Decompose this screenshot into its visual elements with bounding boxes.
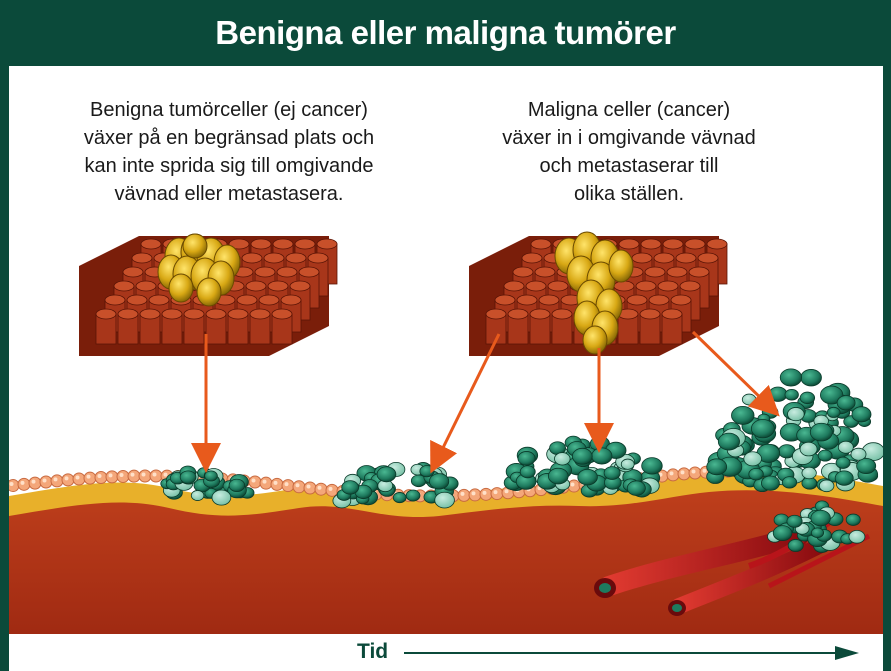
time-arrow: [9, 634, 883, 671]
malignant-caption-line: Maligna celler (cancer): [449, 96, 809, 124]
diagram-panel: Benigna tumörceller (ej cancer) växer på…: [9, 66, 883, 634]
malignant-caption-line: växer in i omgivande vävnad: [449, 124, 809, 152]
malignant-caption-line: och metastaserar till: [449, 152, 809, 180]
arrow-malignant-right: [693, 332, 769, 406]
title-bar: Benigna eller maligna tumörer: [0, 0, 891, 66]
malignant-spread-cluster: [504, 436, 662, 497]
benign-tissue-block: [79, 234, 337, 356]
arrow-malignant-left: [437, 334, 499, 460]
benign-caption-line: växer på en begränsad plats och: [49, 124, 409, 152]
benign-caption-line: vävnad eller metastasera.: [49, 180, 409, 208]
benign-caption-line: kan inte sprida sig till omgivande: [49, 152, 409, 180]
time-axis: Tid: [9, 634, 883, 671]
malignant-invasion-cluster: [333, 462, 458, 508]
malignant-caption-line: olika ställen.: [449, 180, 809, 208]
diagram-title: Benigna eller maligna tumörer: [215, 14, 675, 52]
benign-caption-line: Benigna tumörceller (ej cancer): [49, 96, 409, 124]
malignant-tissue-block: [469, 232, 727, 356]
malignant-caption: Maligna celler (cancer) växer in i omgiv…: [449, 96, 809, 208]
benign-caption: Benigna tumörceller (ej cancer) växer på…: [49, 96, 409, 208]
